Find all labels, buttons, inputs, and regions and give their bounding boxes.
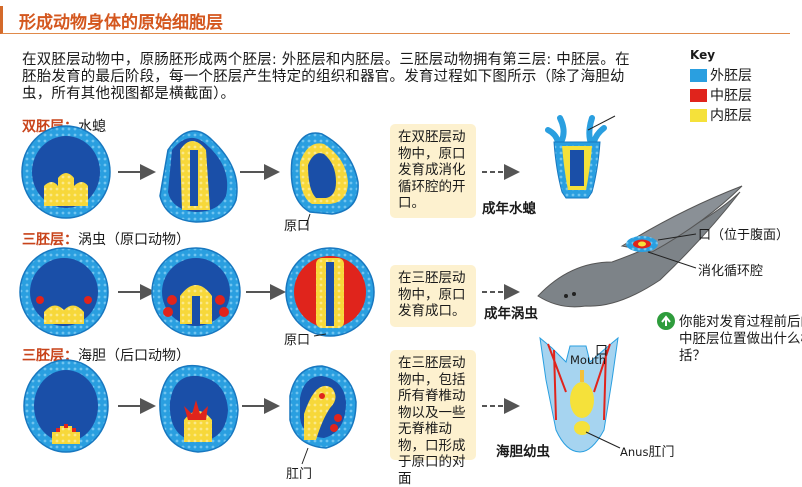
row-name: 涡虫（原口动物） (78, 232, 190, 248)
urchin-stage-3 (289, 365, 357, 465)
question-icon (657, 312, 675, 330)
note-hydra: 在双胚层动物中，原口发育成消化循环腔的开口。 (390, 124, 476, 218)
urchin-anus-label: Anus肛门 (620, 441, 674, 460)
urchin-mouth-en-label: Mouth (570, 353, 607, 367)
ectoderm-swatch (690, 68, 707, 82)
key-item-endoderm: 内胚层 (690, 105, 752, 125)
key-label: 中胚层 (710, 88, 752, 104)
flatworm-stage-3 (285, 247, 375, 337)
hydra-stage-1 (21, 125, 111, 219)
adult-flatworm-drawing (537, 185, 743, 308)
pore-label-urchin: 肛门 (286, 467, 313, 482)
pore-label-hydra: 原口 (284, 219, 311, 234)
urchin-anus-cn: 肛门 (648, 445, 675, 460)
review-question: 你能对发育过程前后的中胚层位置做出什么概括？ (679, 314, 802, 364)
urchin-mouth-cn-label: 口 (595, 344, 609, 359)
flatworm-stage-1 (19, 247, 109, 337)
pore-label-flatworm: 原口 (284, 333, 311, 348)
title-bar: 形成动物身体的原始细胞层 (0, 6, 790, 34)
adult-hydra-drawing (545, 115, 616, 199)
note-flatworm: 在三胚层动物中，原口发育成口。 (390, 265, 476, 327)
key-label: 外胚层 (710, 68, 752, 84)
key-title: Key (690, 48, 716, 62)
adult-label-flatworm: 成年涡虫 (484, 306, 538, 322)
urchin-anus-en: Anus (620, 445, 649, 459)
row-tag: 三胚层： (22, 232, 78, 248)
row-label-flatworm: 三胚层：涡虫（原口动物） (22, 229, 190, 249)
adult-label-urchin: 海胆幼虫 (496, 444, 550, 460)
urchin-larva-drawing (539, 336, 621, 453)
key-label: 内胚层 (710, 108, 752, 124)
mesoderm-swatch (690, 88, 707, 102)
page-title: 形成动物身体的原始细胞层 (19, 13, 223, 33)
note-urchin: 在三胚层动物中，包括所有脊椎动物以及一些无脊椎动物，口形成于原口的对面 (390, 350, 476, 487)
urchin-stage-1 (23, 359, 109, 453)
endoderm-swatch (690, 108, 707, 122)
hydra-stage-3 (290, 132, 359, 227)
row-name: 海胆（后口动物） (78, 348, 190, 364)
key-item-mesoderm: 中胚层 (690, 85, 752, 105)
adult-label-hydra: 成年水螅 (482, 201, 536, 217)
flatworm-stage-2 (151, 247, 241, 337)
intro-paragraph: 在双胚层动物中，原肠胚形成两个胚层: 外胚层和内胚层。三胚层动物拥有第三层: 中… (22, 52, 630, 102)
flatworm-gut-label: 消化循环腔 (698, 264, 764, 279)
key-item-ectoderm: 外胚层 (690, 65, 752, 85)
flatworm-mouth-label: 口（位于腹面） (698, 228, 790, 243)
urchin-stage-2 (159, 364, 239, 453)
hydra-stage-2 (159, 130, 238, 223)
key-legend: Key 外胚层 中胚层 内胚层 (690, 48, 752, 125)
